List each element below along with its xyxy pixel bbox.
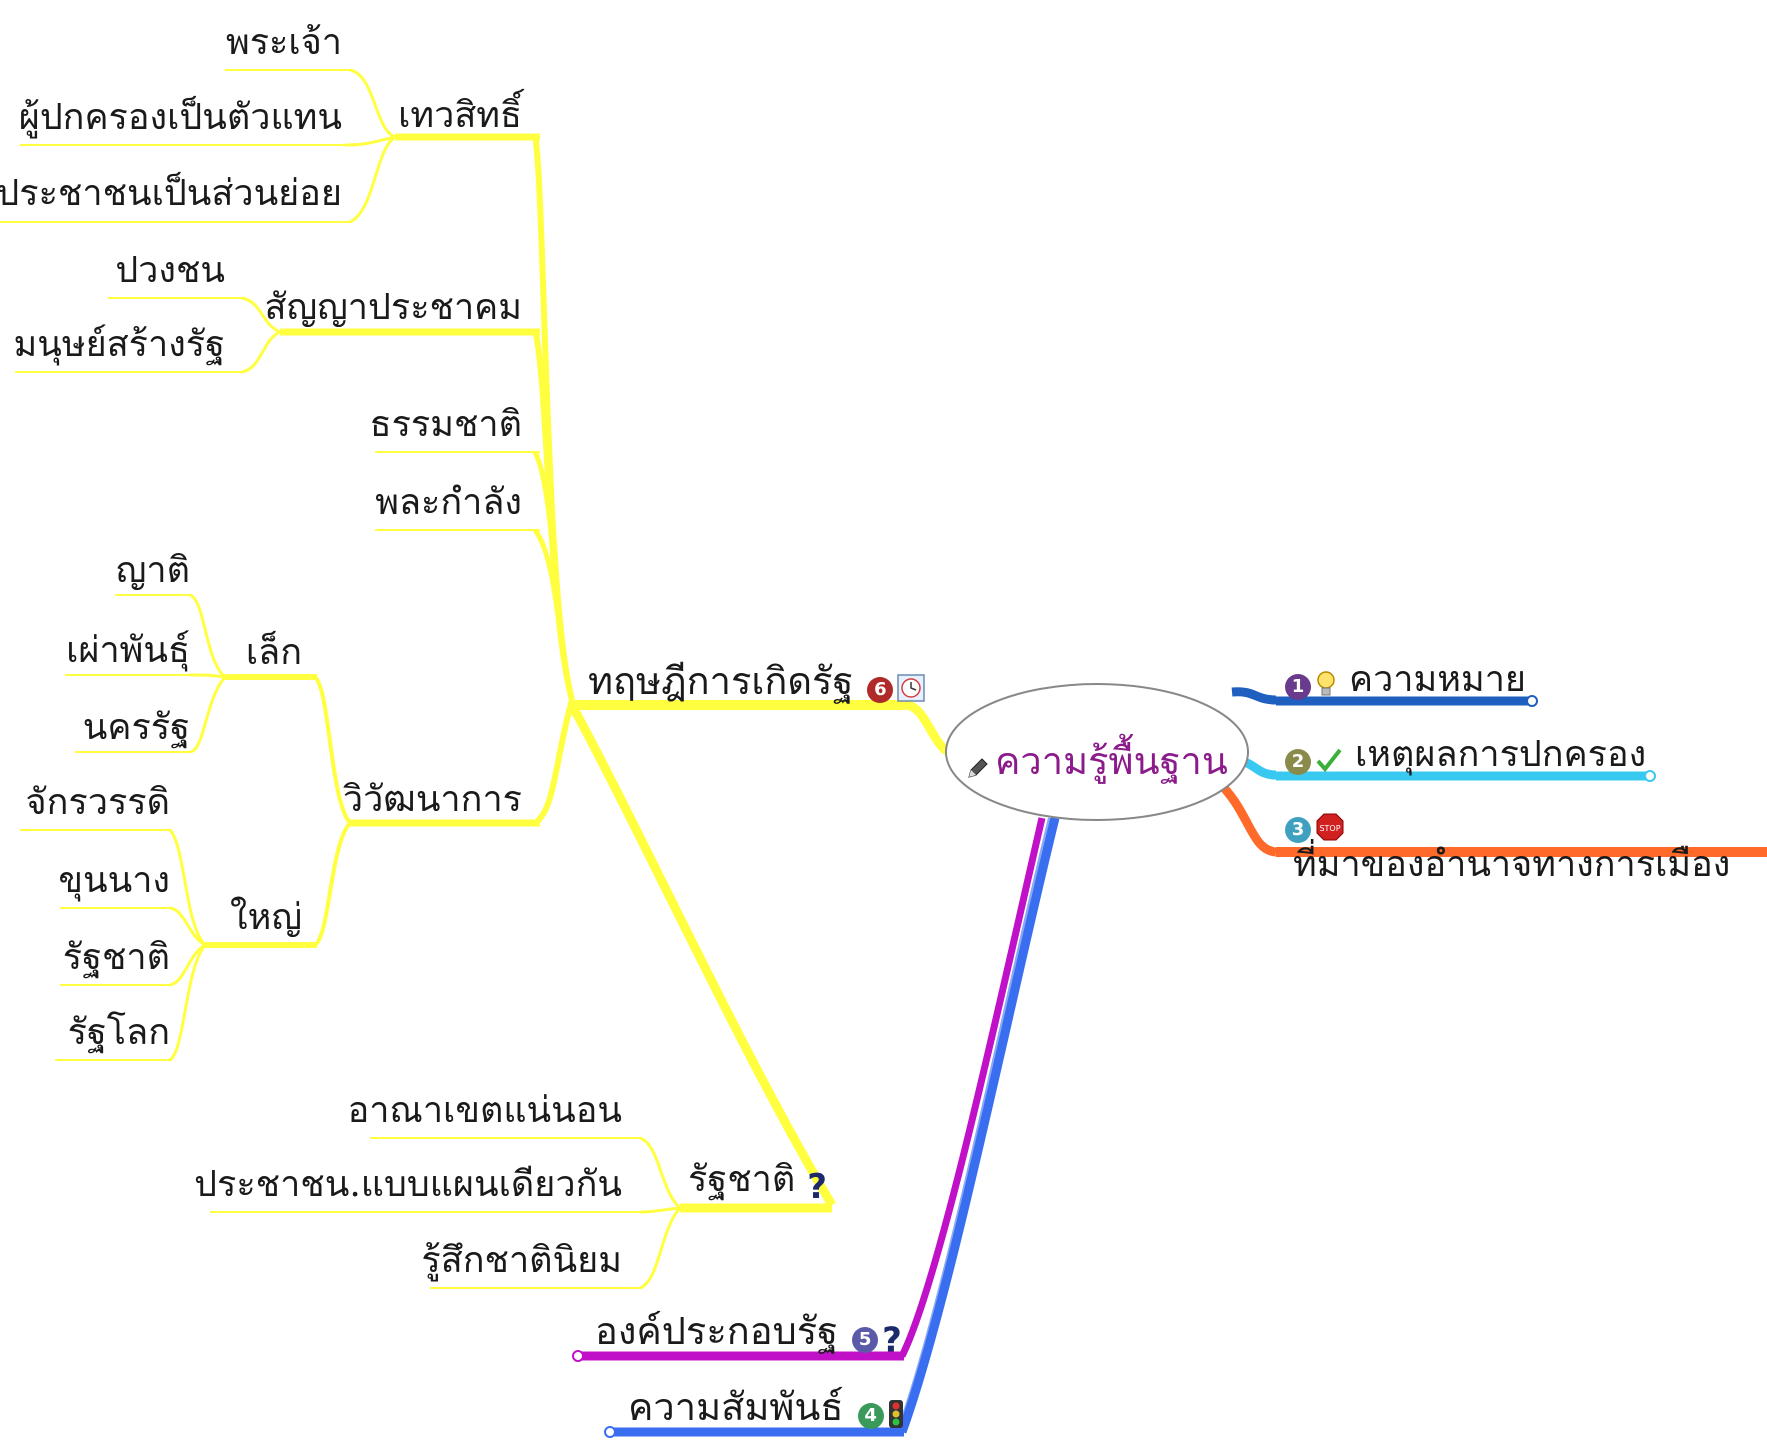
branch-reason-label: เหตุผลการปกครอง — [1355, 734, 1647, 775]
contract-label[interactable]: สัญญาประชาคม — [264, 287, 522, 328]
small-child-2[interactable]: เผ่าพันธุ์ — [66, 630, 190, 671]
contract-child-2[interactable]: มนุษย์สร้างรัฐ — [13, 324, 225, 365]
branch-meaning[interactable]: 1 ความหมาย — [1285, 662, 1526, 705]
branch-theory-label: ทฤษฎีการเกิดรัฐ — [588, 659, 854, 703]
divine-child-3[interactable]: ประชาชนเป็นส่วนย่อย — [0, 173, 342, 214]
nation-child-3[interactable]: รู้สึกชาตินิยม — [421, 1240, 622, 1281]
badge-2: 2 — [1285, 749, 1311, 776]
connector-right-1 — [1231, 687, 1277, 705]
connector-relations — [897, 816, 1060, 1434]
branch-source-label: ที่มาของอำนาจทางการเมือง — [1293, 844, 1731, 885]
branch-relations[interactable]: ความสัมพันธ์ 4 — [628, 1388, 904, 1434]
large-child-3[interactable]: รัฐชาติ — [62, 937, 170, 978]
evolution-small-label[interactable]: เล็ก — [245, 632, 302, 673]
question-icon: ? — [882, 1320, 902, 1361]
question-icon: ? — [807, 1167, 827, 1208]
divine-label[interactable]: เทวสิทธิ์ — [398, 95, 522, 136]
badge-6: 6 — [867, 677, 894, 704]
branch-elements-label: องค์ประกอบรัฐ — [595, 1309, 839, 1353]
evolution-label[interactable]: วิวัฒนาการ — [342, 779, 522, 820]
svg-text:STOP: STOP — [1319, 824, 1340, 833]
traffic-light-icon — [888, 1399, 904, 1434]
badge-5: 5 — [852, 1327, 879, 1354]
large-child-1[interactable]: จักรวรรดิ — [25, 782, 171, 823]
connector-right-3 — [1212, 776, 1277, 857]
badge-4: 4 — [857, 1403, 884, 1430]
nation-state-node[interactable]: รัฐชาติ ? — [688, 1159, 827, 1208]
contract-child-1[interactable]: ปวงชน — [115, 250, 225, 291]
branch-relations-label: ความสัมพันธ์ — [628, 1385, 844, 1429]
branch-elements[interactable]: องค์ประกอบรัฐ 5 ? — [595, 1312, 902, 1360]
divine-child-1[interactable]: พระเจ้า — [225, 22, 342, 63]
small-child-3[interactable]: นครรัฐ — [82, 707, 190, 748]
branch-theory[interactable]: ทฤษฎีการเกิดรัฐ 6 — [588, 659, 926, 707]
pencil-icon — [965, 755, 991, 786]
small-child-1[interactable]: ญาติ — [115, 550, 190, 591]
badge-3: 3 — [1285, 816, 1311, 843]
nation-state-label: รัฐชาติ — [688, 1159, 796, 1200]
clock-icon — [897, 674, 926, 707]
evolution-large-label[interactable]: ใหญ่ — [230, 897, 302, 938]
branch-meaning-label: ความหมาย — [1349, 659, 1527, 700]
divine-child-2[interactable]: ผู้ปกครองเป็นตัวแทน — [18, 97, 342, 138]
stop-sign-icon: STOP — [1315, 812, 1345, 847]
center-node[interactable]: ความรู้พื้นฐาน — [965, 730, 1228, 791]
checkmark-icon — [1315, 746, 1343, 779]
nation-child-2[interactable]: ประชาชน.แบบแผนเดียวกัน — [194, 1164, 622, 1205]
large-child-2[interactable]: ขุนนาง — [58, 860, 170, 901]
nation-child-1[interactable]: อาณาเขตแน่นอน — [347, 1090, 622, 1131]
connector-elements — [898, 817, 1046, 1358]
force-label[interactable]: พละกำลัง — [375, 482, 522, 523]
center-label: ความรู้พื้นฐาน — [995, 739, 1228, 783]
branch-reason[interactable]: 2 เหตุผลการปกครอง — [1285, 737, 1646, 779]
connector-theory — [904, 700, 951, 756]
lightbulb-icon — [1315, 670, 1337, 705]
center-node-shape — [945, 683, 1249, 821]
badge-1: 1 — [1285, 674, 1311, 701]
branch-source[interactable]: 3 STOP ที่มาของอำนาจทางการเมือง — [1285, 812, 1767, 883]
large-child-4[interactable]: รัฐโลก — [67, 1012, 170, 1053]
nature-label[interactable]: ธรรมชาติ — [369, 404, 522, 445]
